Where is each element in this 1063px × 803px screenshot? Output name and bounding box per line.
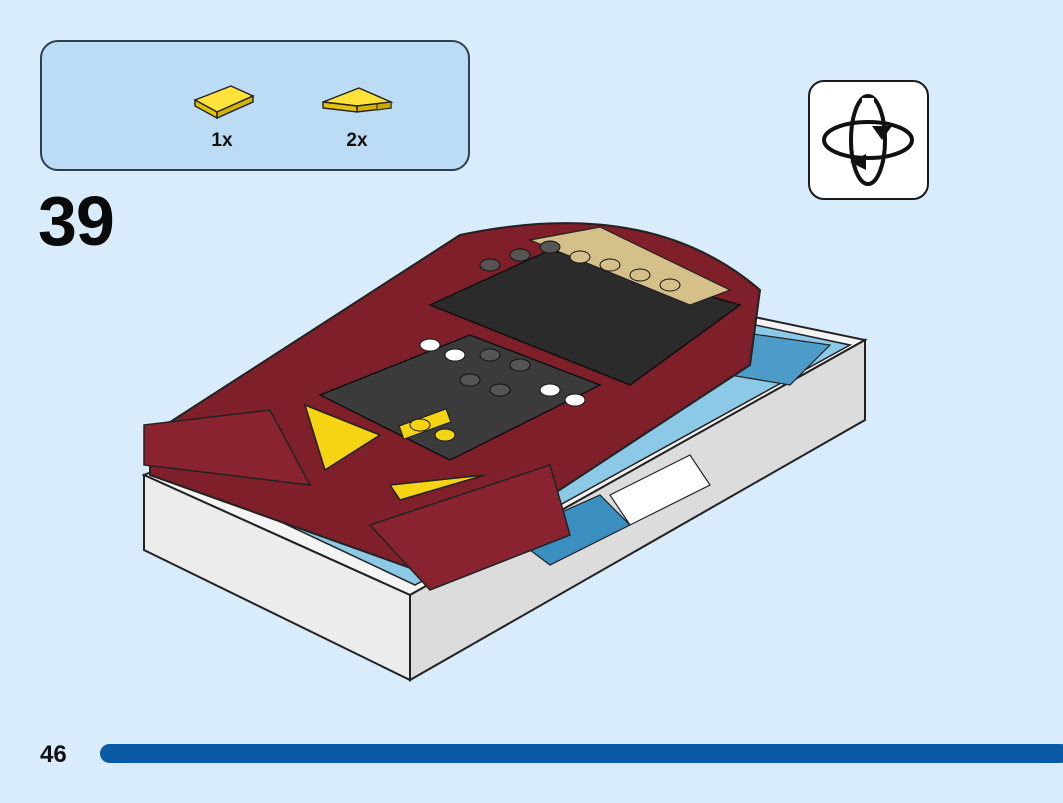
part-item: 2x: [312, 76, 402, 152]
white-tile: [609, 454, 711, 526]
red-wing-left: [143, 409, 312, 486]
studs: [409, 240, 681, 442]
yellow-wedge-left: [303, 403, 382, 472]
step-number: 39: [38, 182, 115, 260]
yellow-wedge-right: [388, 474, 486, 501]
progress-bar: [100, 744, 1063, 763]
yellow-tile-1x2-icon: [193, 85, 255, 120]
rotate-model-icon: [822, 94, 914, 186]
yellow-wedge-tile-icon: [322, 87, 394, 113]
parts-list-callout: 1x 2x: [40, 40, 470, 171]
part-quantity: 1x: [211, 130, 233, 151]
red-wing-right: [368, 464, 571, 591]
part-item: 1x: [177, 76, 267, 152]
page-number: 46: [40, 741, 67, 768]
part-quantity: 2x: [346, 130, 368, 151]
rotate-callout: [808, 80, 929, 200]
build-model-illustration: [141, 222, 868, 682]
